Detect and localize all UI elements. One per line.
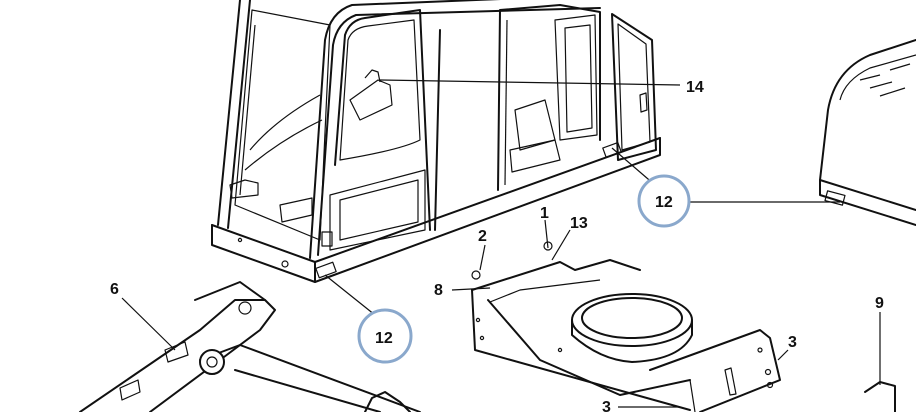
boom-arm	[79, 281, 421, 412]
callout-6: 6	[110, 281, 119, 298]
leader-lines	[121, 79, 896, 412]
callout-3-right: 3	[788, 334, 797, 351]
highlight-circle-12-upper	[637, 174, 691, 228]
engine-hood	[819, 39, 916, 226]
cab-assembly	[211, 0, 661, 283]
callout-14: 14	[686, 79, 704, 96]
swing-frame	[471, 241, 781, 412]
callout-1: 1	[540, 205, 549, 222]
callout-9: 9	[875, 295, 884, 312]
callout-13: 13	[570, 215, 588, 232]
callout-3-bottom: 3	[602, 399, 611, 412]
callout-8: 8	[434, 282, 443, 299]
callout-12-lower: 12	[375, 330, 393, 347]
highlight-circle-12-lower	[357, 308, 413, 364]
callout-12-upper: 12	[655, 194, 673, 211]
callout-2: 2	[478, 228, 487, 245]
